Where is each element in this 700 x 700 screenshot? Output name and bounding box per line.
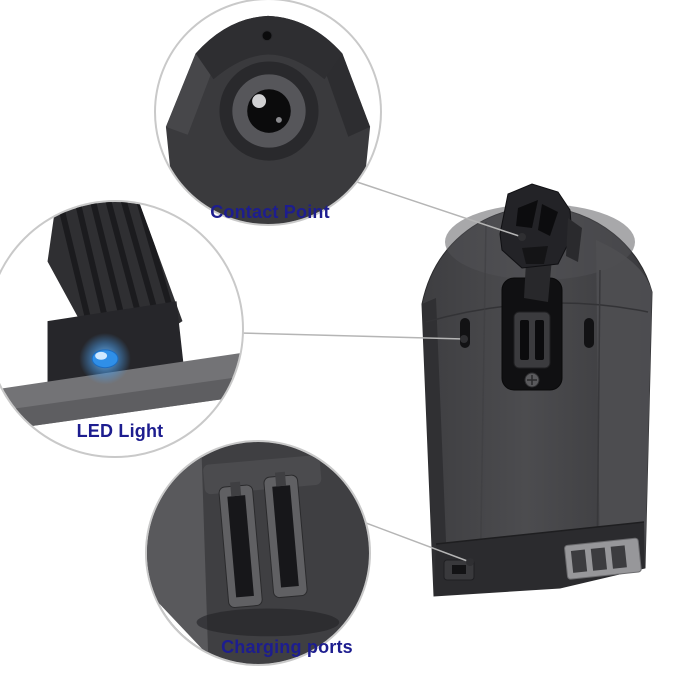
battery-right-face <box>596 240 652 574</box>
bracket-notch <box>522 246 548 264</box>
anchor-dot-led <box>460 335 468 343</box>
anchor-dot-contact <box>518 233 526 241</box>
handle-facet-left <box>165 53 214 135</box>
prong-notch-right <box>274 471 287 487</box>
contact-slot <box>590 547 608 571</box>
contact-slot <box>570 549 588 573</box>
base-edge-line <box>435 521 645 545</box>
contact-center <box>247 89 291 133</box>
bracket-side-arm <box>566 218 582 262</box>
top-screw-hole <box>261 30 273 42</box>
wand-bar-underside <box>0 376 242 431</box>
callout-circle-led-light <box>0 200 244 458</box>
led-light-label: LED Light <box>76 421 164 441</box>
bracket-cutout-2 <box>538 204 558 236</box>
handle-facet-right <box>324 53 371 137</box>
battery-seam-left <box>479 221 487 593</box>
prong-channel-left <box>227 495 254 598</box>
connector-line-led <box>239 332 465 340</box>
prong-notch-left <box>230 481 242 497</box>
battery-seam-right <box>596 269 601 571</box>
battery-base <box>434 522 645 596</box>
contact-highlight <box>252 94 267 109</box>
screw-cross <box>527 375 537 385</box>
bracket-cutout-1 <box>516 200 538 228</box>
led-highlight <box>95 351 108 360</box>
connector-line-charging <box>357 519 471 563</box>
connector-slot-left <box>520 320 529 360</box>
anchor-dot-charging <box>466 558 474 566</box>
led-light <box>91 349 119 369</box>
callout-circle-contact-point <box>154 0 382 226</box>
side-slot-right <box>584 318 594 348</box>
charging-ports-label: Charging ports <box>221 637 353 657</box>
handle-top-shading <box>195 15 343 80</box>
battery-contact-block <box>564 537 642 580</box>
battery-photo <box>421 183 653 597</box>
contact-slot <box>610 545 627 569</box>
callout-circle-charging-ports <box>145 440 371 666</box>
led-light-photo <box>0 202 242 431</box>
battery-left-edge <box>422 298 448 596</box>
charging-ports-photo <box>147 442 369 664</box>
bracket-arm <box>524 258 552 302</box>
connector-slot-right <box>535 320 544 360</box>
latch-slot <box>452 565 466 574</box>
ports-shadow <box>196 608 340 637</box>
contact-highlight-small <box>275 116 282 123</box>
contact-point-photo <box>165 15 371 224</box>
prong-channel-right <box>272 485 299 588</box>
contact-point-label: Contact Point <box>210 202 330 222</box>
connector-line-contact <box>344 177 523 238</box>
charging-prongs <box>203 455 322 608</box>
